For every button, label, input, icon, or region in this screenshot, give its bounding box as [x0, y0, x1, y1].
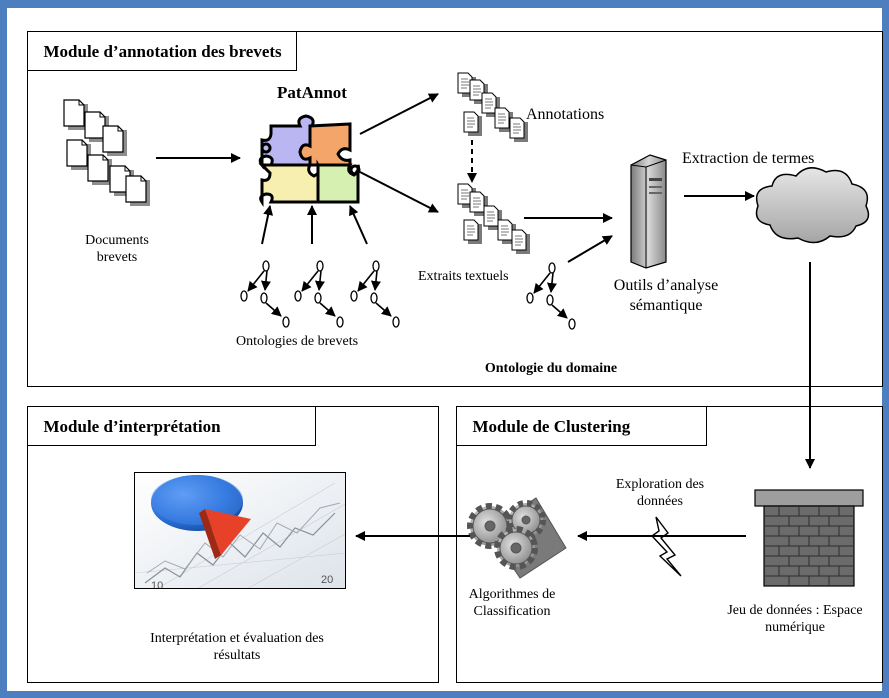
gears-icon: [467, 497, 567, 579]
documents-label: Documents brevets: [85, 233, 149, 265]
chart-tick-20: 20: [321, 574, 333, 586]
annotations-label: Annotations: [526, 106, 605, 123]
arrow-ontology-3-to-patannot: [349, 205, 368, 245]
interpretation-module-title: Module d’interprétation: [26, 405, 316, 446]
interpretation-label: Interprétation et évaluation des résulta…: [150, 631, 324, 663]
server-icon: [630, 154, 667, 269]
annotation-module-title: Module d’annotation des brevets: [26, 30, 297, 71]
arrow-patannot-to-extracts: [359, 171, 439, 213]
patent-ontology-tree-icon-3: [351, 261, 399, 327]
annotations-icon: [457, 72, 529, 143]
patent-ontology-tree-icon-1: [241, 261, 289, 327]
term-extraction-label: Extraction de termes: [682, 150, 815, 167]
dataset-wall-icon: [754, 489, 864, 587]
chart-tick-10: 10: [151, 580, 163, 589]
arrow-patannot-to-annotations: [359, 93, 439, 135]
semantic-tools-label: Outils d’analyse sémantique: [613, 277, 719, 314]
patent-ontologies-label: Ontologies de brevets: [235, 334, 359, 349]
pie-chart-thumbnail-icon: 20 10: [135, 473, 345, 589]
patent-documents-icon: [63, 99, 151, 207]
exploration-label: Exploration des données: [615, 477, 705, 509]
cloud-icon: [755, 167, 870, 244]
domain-ontology-label: Ontologie du domaine: [484, 361, 618, 376]
arrow-domain-ontology-to-server: [567, 235, 613, 263]
arrow-ontology-1-to-patannot: [261, 205, 274, 245]
clustering-module-title: Module de Clustering: [455, 405, 707, 446]
patannot-label: PatAnnot: [277, 83, 347, 102]
text-extracts-icon: [457, 183, 531, 255]
algorithms-label: Algorithmes de Classification: [468, 587, 556, 619]
annotation-module: Module d’annotation des brevets: [26, 30, 883, 387]
domain-ontology-tree-icon: [527, 263, 575, 329]
results-chart-image: 20 10: [134, 472, 346, 589]
dataset-label: Jeu de données : Espace numérique: [727, 603, 863, 635]
extracts-label: Extraits textuels: [418, 269, 509, 284]
lightning-bolt-icon: [650, 516, 682, 577]
patent-ontology-tree-icon-2: [295, 261, 343, 327]
puzzle-icon: [258, 114, 361, 207]
